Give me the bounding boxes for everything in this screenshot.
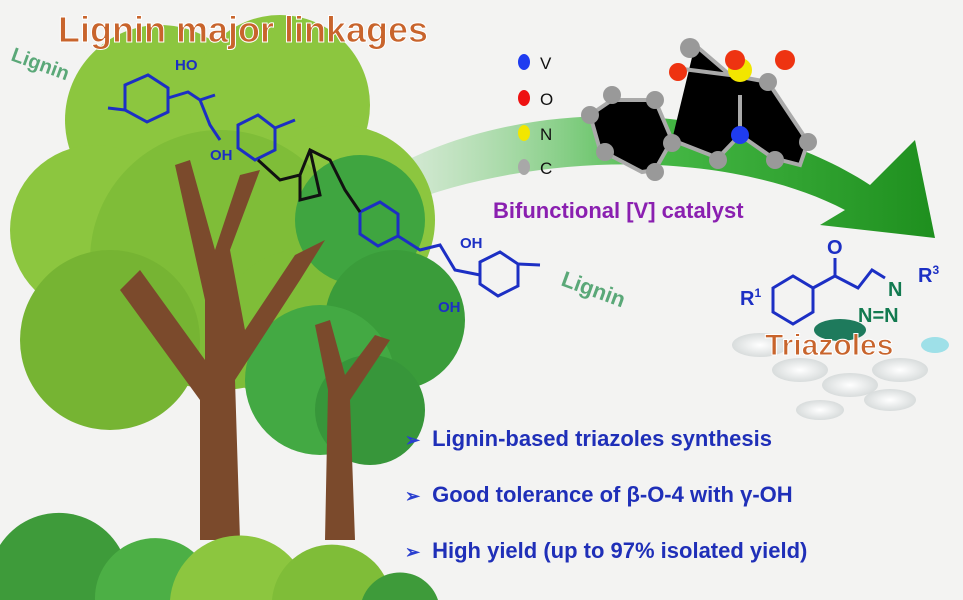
- product-name: Triazoles: [765, 329, 893, 362]
- lignin-structure: [107, 73, 541, 298]
- legend-swatch-o: [518, 90, 530, 106]
- arrow-bullet-icon: ➢: [405, 486, 421, 506]
- catalyst-model: [581, 38, 817, 181]
- lignin-label-right: Lignin: [558, 266, 629, 312]
- hydroxyl-label: HO: [175, 57, 198, 74]
- hydroxyl-label: OH: [438, 299, 461, 316]
- legend-label: C: [540, 159, 552, 178]
- hydroxyl-label: OH: [210, 147, 233, 164]
- page-title: Lignin major linkages: [58, 9, 428, 50]
- lignin-label-left: Lignin: [8, 44, 72, 85]
- legend-label: O: [540, 90, 553, 109]
- bushes: [0, 512, 438, 600]
- bullet-text: Lignin-based triazoles synthesis: [432, 426, 772, 451]
- legend-label: V: [540, 54, 552, 73]
- bullet-item: ➢ Good tolerance of β-O-4 with γ-OH: [405, 482, 793, 509]
- legend-swatch-c: [518, 159, 530, 175]
- pills-image: [732, 319, 949, 420]
- reaction-arrow: [380, 116, 935, 238]
- carbonyl-o: O: [827, 237, 843, 259]
- tree-trunks: [120, 160, 390, 540]
- bullet-text: Good tolerance of β-O-4 with γ-OH: [432, 482, 793, 507]
- bullet-item: ➢ Lignin-based triazoles synthesis: [405, 426, 772, 453]
- nn-label: N=N: [858, 305, 899, 327]
- r3-label: R3: [918, 263, 939, 287]
- bullet-item: ➢ High yield (up to 97% isolated yield): [405, 538, 807, 565]
- legend-swatch-n: [518, 125, 530, 141]
- catalyst-label: Bifunctional [V] catalyst: [493, 198, 744, 223]
- n-label: N: [888, 279, 902, 301]
- arrow-bullet-icon: ➢: [405, 542, 421, 562]
- bullet-text: High yield (up to 97% isolated yield): [432, 538, 808, 563]
- atom-legend: V O N C: [518, 54, 553, 178]
- arrow-bullet-icon: ➢: [405, 430, 421, 450]
- r1-label: R1: [740, 286, 761, 310]
- hydroxyl-label: OH: [460, 235, 483, 252]
- legend-swatch-v: [518, 54, 530, 70]
- triazole-structure: [771, 258, 886, 326]
- legend-label: N: [540, 125, 552, 144]
